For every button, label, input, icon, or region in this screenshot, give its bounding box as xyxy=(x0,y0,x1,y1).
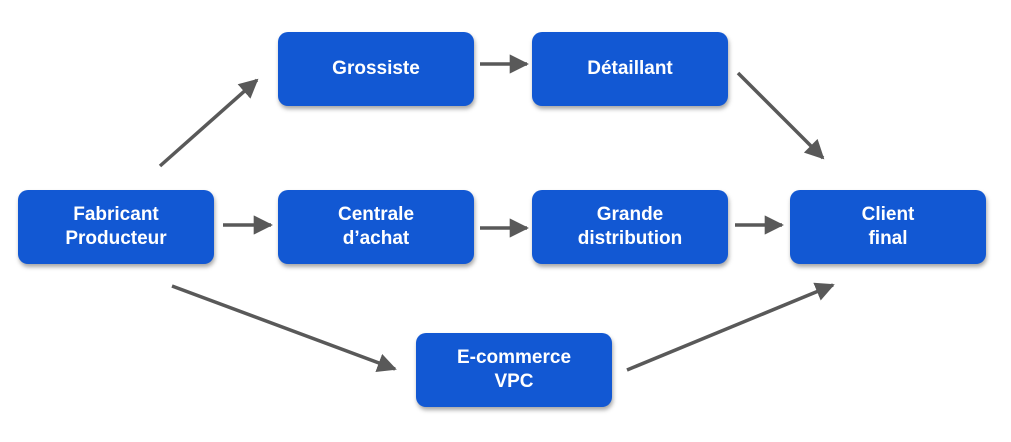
node-centrale-label-2: d’achat xyxy=(342,228,410,249)
arrow-fabricant-to-ecommerce xyxy=(171,284,397,372)
node-detaillant-label-1: Détaillant xyxy=(587,58,673,79)
node-detaillant: Détaillant xyxy=(532,32,728,106)
arrow-ecommerce-to-client xyxy=(626,282,835,372)
arrow-fabricant-to-grossiste xyxy=(158,78,259,168)
node-client-final: Client final xyxy=(790,190,986,264)
node-ecommerce-label-2: VPC xyxy=(494,371,534,392)
node-fabricant-label-2: Producteur xyxy=(65,228,167,249)
node-ecommerce-label-1: E-commerce xyxy=(456,347,572,368)
node-fabricant-label-1: Fabricant xyxy=(73,204,159,225)
node-ecommerce: E-commerce VPC xyxy=(416,333,612,407)
node-grande-label-2: distribution xyxy=(577,228,683,249)
node-centrale: Centrale d’achat xyxy=(278,190,474,264)
node-grossiste: Grossiste xyxy=(278,32,474,106)
node-centrale-label-1: Centrale xyxy=(337,204,415,225)
node-grande-distribution: Grande distribution xyxy=(532,190,728,264)
node-fabricant: Fabricant Producteur xyxy=(18,190,214,264)
arrow-detaillant-to-client xyxy=(736,71,825,160)
node-grossiste-label-1: Grossiste xyxy=(332,58,420,79)
node-client-label-2: final xyxy=(868,228,908,249)
node-grande-label-1: Grande xyxy=(596,204,664,225)
node-client-label-1: Client xyxy=(861,204,915,225)
